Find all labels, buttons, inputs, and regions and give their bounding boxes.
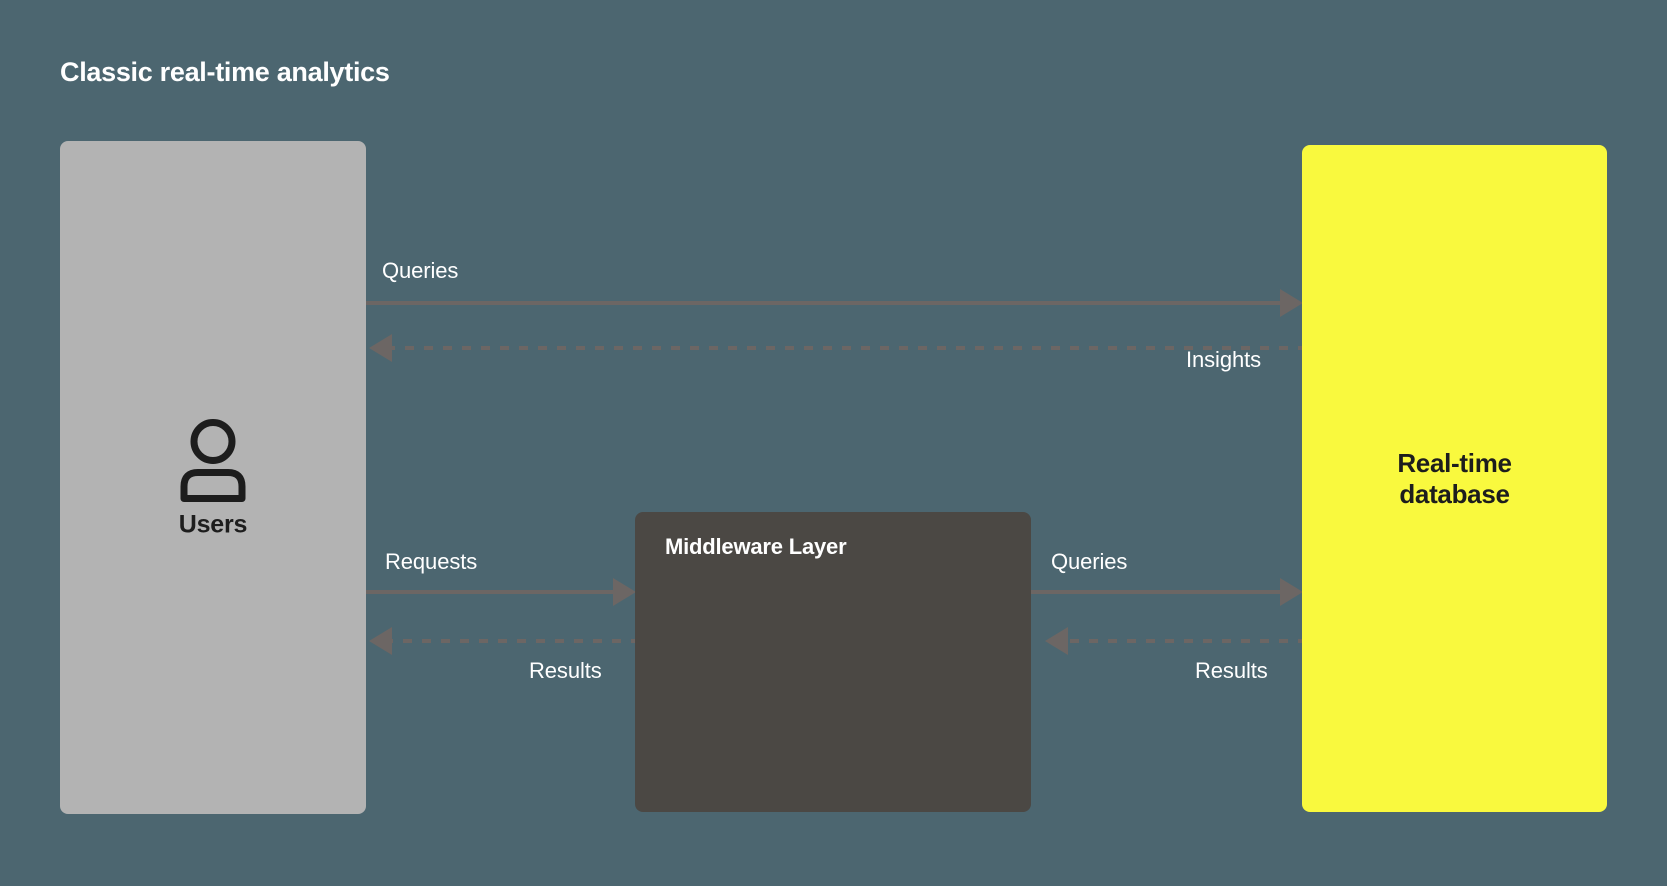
arrowhead-left <box>369 334 392 362</box>
edge-users-to-middleware-requests <box>366 578 636 606</box>
arrowhead-right <box>613 578 636 606</box>
edge-users-to-database-queries <box>366 289 1303 317</box>
node-middleware[interactable]: Middleware Layer <box>635 512 1031 812</box>
node-database-label-line1: Real-time <box>1397 447 1512 478</box>
user-icon <box>174 416 252 502</box>
page-title: Classic real-time analytics <box>60 57 390 87</box>
node-users[interactable]: Users <box>60 141 366 814</box>
edge-label-queries-users-database: Queries <box>382 258 459 283</box>
arrowhead-left <box>369 627 392 655</box>
node-database[interactable]: Real-time database <box>1302 145 1607 812</box>
node-users-label: Users <box>178 510 248 538</box>
node-database-label: Real-time database <box>1302 447 1607 509</box>
arrowhead-right <box>1280 289 1303 317</box>
edge-label-insights: Insights <box>1186 347 1262 372</box>
edge-label-results-middleware-users: Results <box>529 658 602 683</box>
node-users-content: Users <box>60 416 366 539</box>
edge-database-to-middleware-results <box>1045 627 1307 655</box>
node-database-label-line2: database <box>1399 478 1510 509</box>
arrowhead-right <box>1280 578 1303 606</box>
edge-label-queries-middleware-database: Queries <box>1051 549 1128 574</box>
edge-label-requests: Requests <box>385 549 478 574</box>
edge-label-results-database-middleware: Results <box>1195 658 1268 683</box>
arrowhead-left <box>1045 627 1068 655</box>
node-middleware-label: Middleware Layer <box>665 534 847 559</box>
edge-database-to-users-insights <box>369 334 1307 362</box>
edge-middleware-to-database-queries <box>1031 578 1303 606</box>
edge-middleware-to-users-results <box>369 627 640 655</box>
